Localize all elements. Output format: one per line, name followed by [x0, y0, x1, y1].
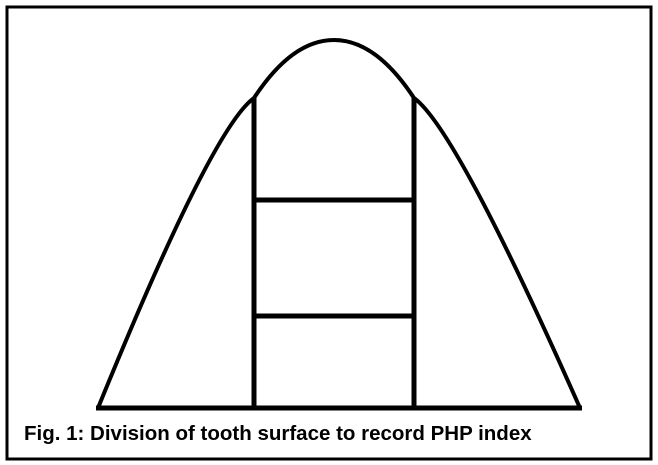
tooth-outline [98, 40, 580, 408]
figure-caption: Fig. 1: Division of tooth surface to rec… [24, 424, 644, 445]
